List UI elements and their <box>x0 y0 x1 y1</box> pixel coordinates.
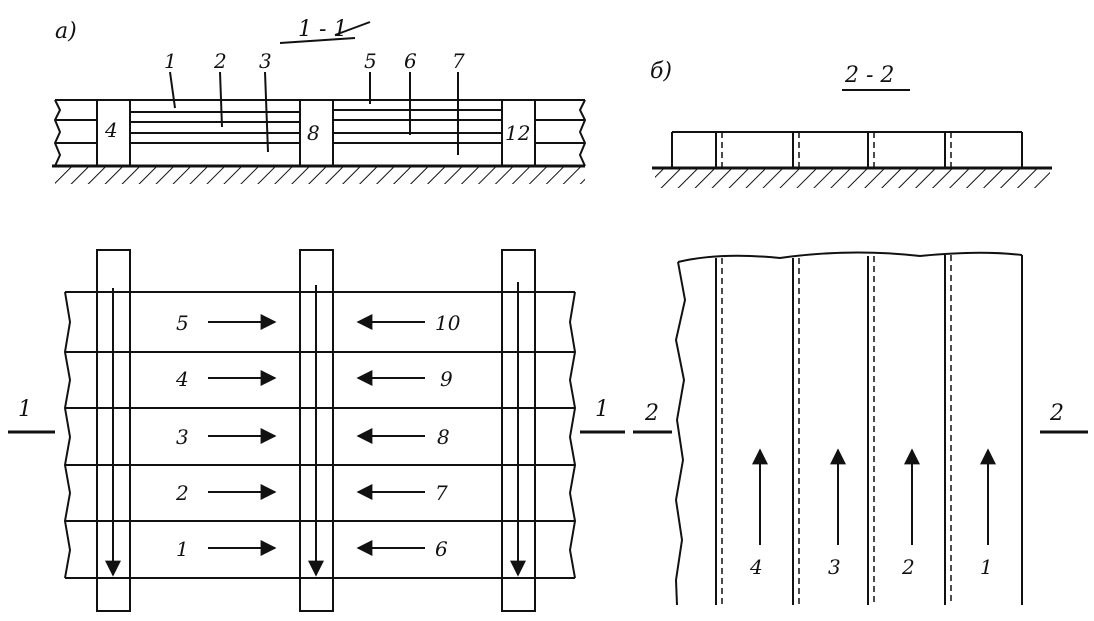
plan-vertical-beam-left <box>96 249 131 612</box>
panel-label-a: а) <box>55 19 77 44</box>
plan-a-label-2: 2 <box>175 481 189 505</box>
section-title-2-2: 2 - 2 <box>844 63 894 88</box>
plan-b-label-4: 4 <box>749 555 763 579</box>
section-title-slash <box>334 21 371 36</box>
section-a-label-4: 4 <box>104 118 118 142</box>
section-2-2-elevation: 2 - 2 <box>652 63 1052 188</box>
plan-b-top-edge <box>677 251 1023 263</box>
plan-a-label-9: 9 <box>440 367 453 391</box>
plan-a-label-8: 8 <box>437 425 450 449</box>
plan-a-label-1: 1 <box>176 537 189 561</box>
section-a-label-2: 2 <box>213 49 227 73</box>
plan-b-label-2: 2 <box>901 555 915 579</box>
section-a-label-1: 1 <box>164 49 177 73</box>
horizontal-planks <box>63 291 577 579</box>
plan-vertical-beam-middle <box>299 249 334 612</box>
plan-a-label-4: 4 <box>175 367 189 391</box>
section-a-label-8: 8 <box>307 121 320 145</box>
section-a-label-3: 3 <box>259 49 272 73</box>
section-a-label-12: 12 <box>505 121 530 145</box>
plan-a-label-10: 10 <box>435 311 461 335</box>
cut-1-left-label: 1 <box>18 397 32 422</box>
plan-a-label-5: 5 <box>176 311 189 335</box>
panel-label-b: б) <box>650 59 672 84</box>
section-a-label-7: 7 <box>452 49 465 73</box>
plan-a-label-6: 6 <box>435 537 448 561</box>
section-a-label-5: 5 <box>364 49 377 73</box>
cut-2-left-label: 2 <box>644 401 659 426</box>
cut-1-right-label: 1 <box>595 397 609 422</box>
plan-b-left-edge <box>674 261 687 606</box>
plan-a-label-3: 3 <box>176 425 189 449</box>
plan-a-label-7: 7 <box>435 481 448 505</box>
ground-hatch <box>55 166 585 184</box>
section-title-underline <box>279 37 356 44</box>
plan-b: 4 3 2 1 2 2 <box>633 251 1088 606</box>
plan-b-label-3: 3 <box>828 555 841 579</box>
vertical-beam-12 <box>501 99 536 167</box>
plan-a: 5 4 3 2 1 10 9 8 7 6 1 1 <box>8 249 625 612</box>
ground-hatch-b <box>655 168 1050 188</box>
section-1-1-elevation: 1 2 3 5 6 7 4 8 12 <box>52 49 587 184</box>
plan-b-label-1: 1 <box>980 555 993 579</box>
section-a-label-6: 6 <box>404 49 417 73</box>
cut-2-right-label: 2 <box>1049 401 1064 426</box>
section-title-1-1: 1 - 1 <box>298 17 347 42</box>
plan-vertical-beam-right <box>501 249 536 612</box>
